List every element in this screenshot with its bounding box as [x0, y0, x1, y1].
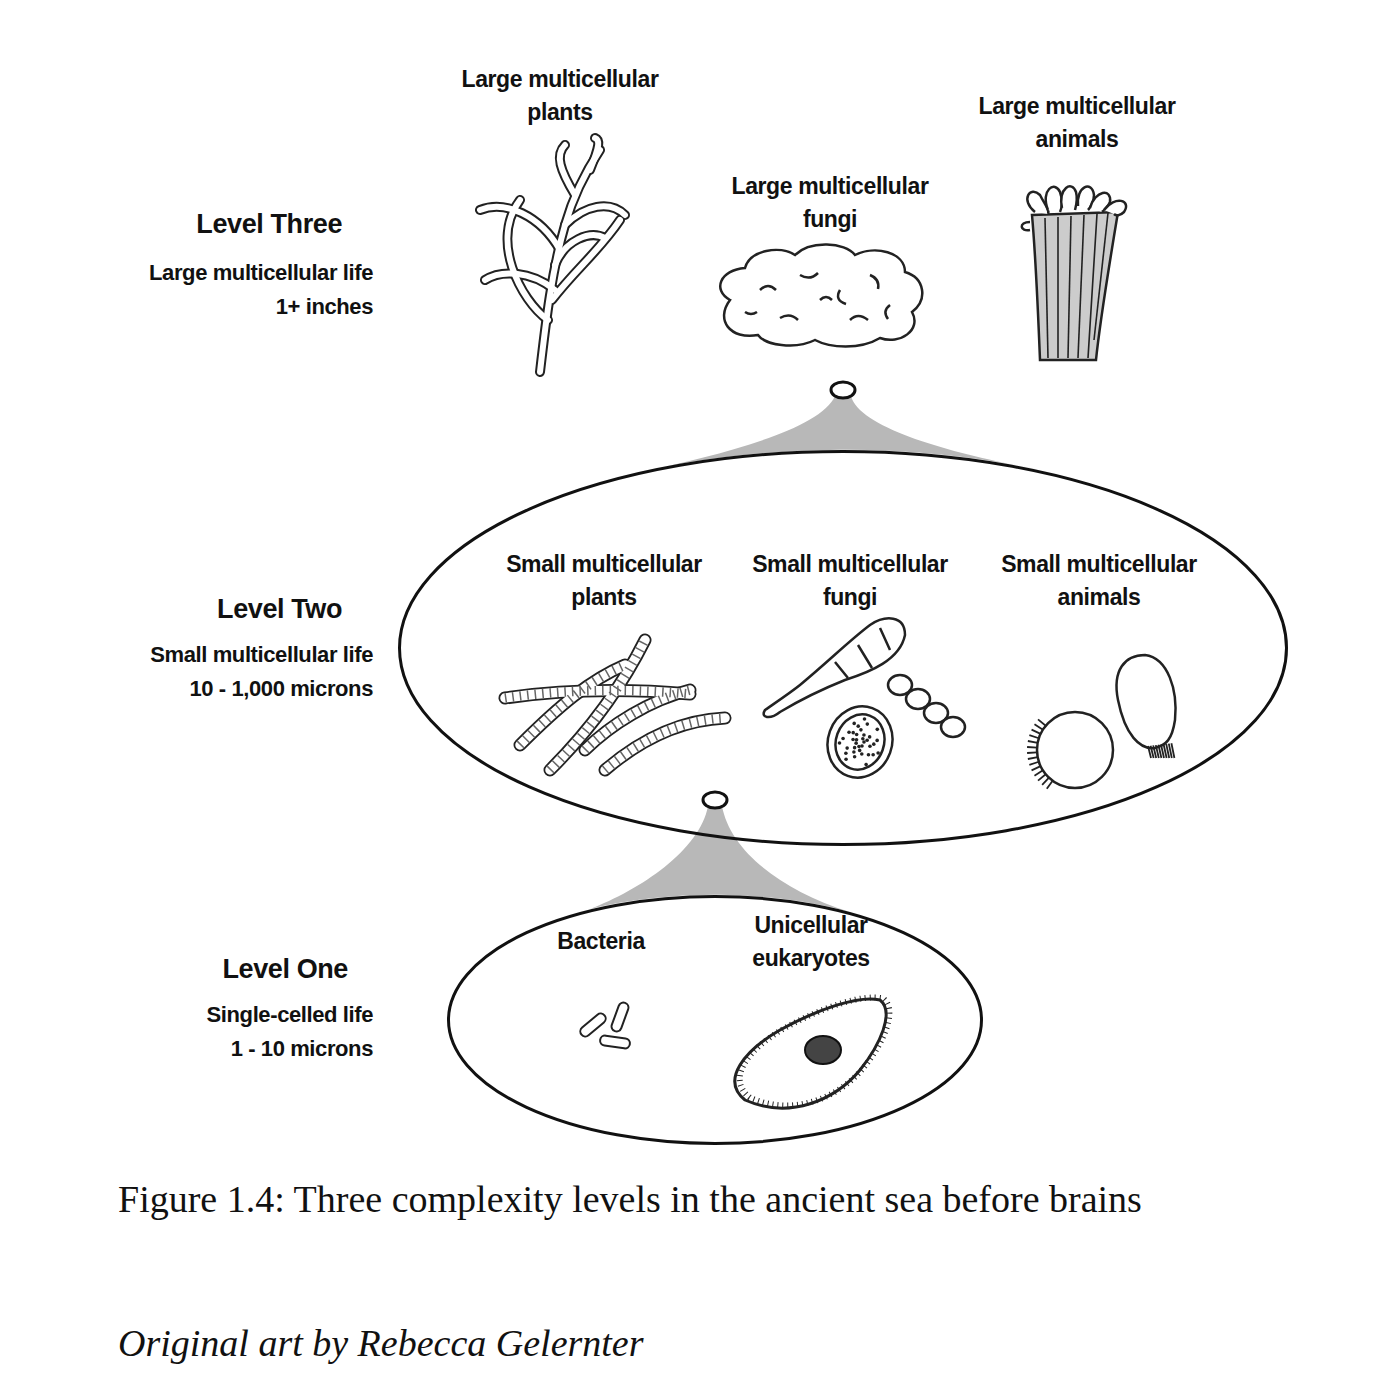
bristle	[1042, 778, 1049, 785]
level-ellipse: Bacteria Unicellular eukaryotes	[447, 895, 983, 1145]
spore-dot	[861, 737, 865, 741]
spore-dot	[857, 745, 861, 749]
cilium	[1171, 743, 1174, 758]
figure-caption: Figure 1.4: Three complexity levels in t…	[118, 1170, 1298, 1228]
bristle	[1027, 751, 1037, 753]
bristle	[1047, 781, 1053, 789]
level-description: 10 - 1,000 microns	[189, 672, 373, 705]
spore-dot	[871, 753, 875, 757]
level-description: Small multicellular life	[150, 638, 373, 671]
spore-dot	[860, 744, 864, 748]
bristle	[1032, 730, 1041, 734]
group-label: Unicellular eukaryotes	[711, 909, 911, 975]
level-heading: Level Three	[196, 207, 342, 241]
group-label: Large multicellular plants	[440, 63, 680, 129]
group-label: Large multicellular animals	[957, 90, 1197, 156]
level-description: Single-celled life	[207, 998, 373, 1031]
spore-dot	[855, 733, 859, 737]
bristle	[1038, 719, 1046, 725]
small-animals	[1027, 655, 1175, 789]
anemone	[1022, 186, 1126, 360]
spore-dot	[862, 733, 866, 737]
ellipse-outline	[447, 895, 983, 1145]
spore-dot	[845, 746, 849, 750]
fungal-spores	[764, 618, 965, 786]
spore-dot	[864, 763, 868, 767]
ellipse-outline	[398, 450, 1288, 846]
spore-dot	[854, 741, 858, 745]
zoom-circle	[703, 792, 727, 808]
bristle	[1028, 757, 1038, 759]
spore-dot	[851, 738, 855, 742]
spore-dot	[852, 722, 856, 726]
spore-dot	[851, 731, 855, 735]
credit-line: Original art by Rebecca Gelernter	[118, 1314, 644, 1372]
spore-dot	[862, 740, 866, 744]
bacteria	[578, 1001, 630, 1049]
bristle	[1034, 770, 1042, 775]
spore-dot	[876, 751, 880, 755]
spore-dot	[863, 717, 867, 721]
spore-dot	[855, 738, 859, 742]
spore-dot	[853, 755, 857, 759]
fungus-mass	[720, 244, 922, 346]
eukaryote-cell	[735, 997, 890, 1108]
spore-dot	[853, 746, 857, 750]
spore-dot	[841, 737, 845, 741]
spore-dot	[847, 730, 851, 734]
spore-dot	[852, 750, 856, 754]
zoom-circle	[831, 382, 855, 398]
bristle	[1038, 774, 1046, 780]
spore-dot	[858, 749, 862, 753]
seaweed	[480, 138, 625, 372]
bristle	[1028, 741, 1038, 743]
spore-dot	[860, 752, 864, 756]
spore-dot	[856, 724, 860, 728]
group-label: Bacteria	[521, 925, 681, 958]
spore-dot	[865, 738, 869, 742]
spore-dot	[844, 757, 848, 761]
spore-dot	[838, 741, 842, 745]
level-heading: Level One	[223, 952, 348, 986]
group-label: Small multicellular plants	[489, 548, 719, 614]
spore-dot	[875, 728, 879, 732]
level-ellipse: Small multicellular plantsSmall multicel…	[398, 450, 1288, 846]
spore-dot	[875, 739, 879, 743]
bristle	[1027, 746, 1037, 748]
spore-dot	[844, 751, 848, 755]
bristle	[1029, 762, 1039, 765]
spore-dot	[865, 722, 869, 726]
group-label: Small multicellular fungi	[735, 548, 965, 614]
spore-dot	[867, 753, 871, 757]
level-description: 1 - 10 microns	[231, 1032, 373, 1065]
group-label: Small multicellular animals	[984, 548, 1214, 614]
level-heading: Level Two	[217, 592, 342, 626]
bristle	[1034, 724, 1042, 729]
spore-dot	[868, 744, 872, 748]
bristle	[1029, 735, 1039, 738]
level-description: 1+ inches	[276, 290, 373, 323]
bristle	[1032, 766, 1041, 770]
spore-dot	[859, 728, 863, 732]
algal-filaments	[505, 640, 725, 770]
spore-dot	[868, 735, 872, 739]
spore-dot	[872, 742, 876, 746]
level-description: Large multicellular life	[149, 256, 373, 289]
group-label: Large multicellular fungi	[710, 170, 950, 236]
